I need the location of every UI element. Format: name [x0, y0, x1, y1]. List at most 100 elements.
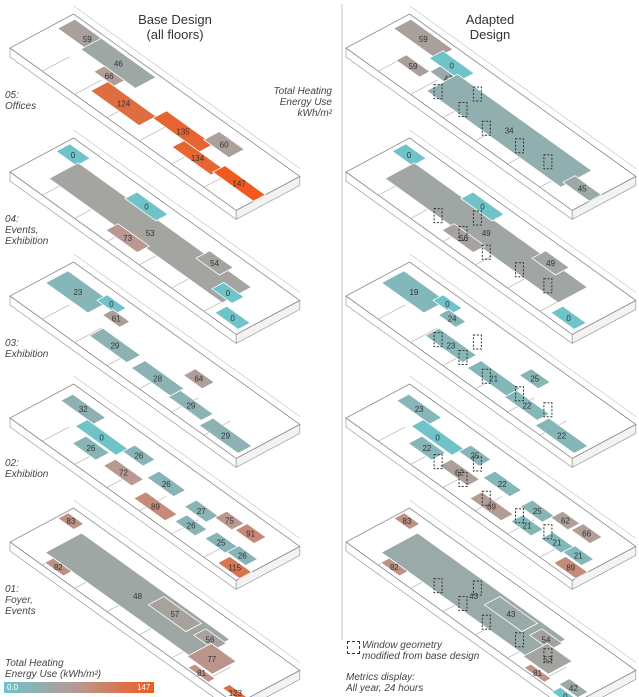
adapted-room-value: 22	[522, 401, 531, 410]
adapted-room-value: 45	[578, 185, 587, 194]
adapted-room	[457, 444, 492, 467]
floor-label-03: 03: Exhibition	[5, 338, 49, 360]
base-partition-wall	[139, 126, 167, 142]
adapted-room-value: 49	[546, 259, 555, 268]
dashed-window-marker	[481, 368, 491, 384]
adapted-room-value: 62	[561, 517, 570, 526]
base-room-value: 0	[109, 300, 114, 309]
legend-min-label: 0.0	[7, 683, 19, 692]
base-room-value: 89	[151, 502, 160, 511]
base-room	[102, 458, 145, 487]
adapted-room-value: 24	[448, 314, 457, 323]
base-room-value: 147	[232, 179, 246, 188]
base-room-value: 57	[170, 610, 179, 619]
adapted-room-value: 66	[582, 530, 591, 539]
adapted-room	[393, 512, 421, 530]
adapted-room	[523, 663, 552, 683]
base-room-value: 75	[225, 517, 234, 526]
adapted-room-value: 83	[403, 517, 412, 526]
base-back-wall	[73, 253, 301, 417]
metric-label-line1: Total Heating	[273, 86, 332, 97]
adapted-room	[562, 175, 603, 202]
base-room	[43, 557, 73, 577]
adapted-room	[553, 555, 589, 580]
adapted-room	[395, 54, 431, 78]
base-room	[48, 162, 253, 304]
base-room	[174, 514, 208, 537]
adapted-room	[551, 686, 575, 697]
base-room-value: 29	[186, 401, 195, 410]
dashed-window-marker	[543, 402, 553, 418]
adapted-room-value: 49	[482, 229, 491, 238]
base-room-value: 26	[86, 444, 95, 453]
adapted-room-value: 0	[566, 314, 571, 323]
base-back-wall	[73, 129, 301, 293]
dashed-window-marker	[472, 86, 482, 102]
adapted-room	[460, 191, 505, 222]
adapted-room-value: 0	[407, 151, 412, 160]
base-room-value: 83	[67, 517, 76, 526]
base-room-value: 0	[144, 203, 149, 212]
dashed-window-marker	[481, 614, 491, 630]
base-back-wall	[73, 375, 301, 539]
adapted-room-value: 21	[489, 374, 498, 383]
base-title-line2: (all floors)	[146, 27, 204, 42]
base-room	[226, 545, 259, 567]
base-room-value: 0	[230, 314, 235, 323]
adapted-room	[396, 393, 443, 425]
base-room	[93, 65, 126, 87]
base-room-value: 26	[134, 452, 143, 461]
adapted-room	[379, 557, 409, 577]
dashed-window-marker	[433, 454, 443, 470]
base-partition-wall	[42, 426, 70, 442]
dashed-window-marker	[515, 262, 524, 278]
base-room-value: 61	[112, 314, 121, 323]
base-room-value: 115	[228, 564, 241, 573]
adapted-room-value: 23	[415, 405, 424, 414]
adapted-room	[482, 470, 523, 498]
base-room-value: 81	[197, 669, 206, 678]
base-room-value: 60	[220, 141, 229, 150]
dashed-window-marker	[515, 508, 524, 524]
base-partition-wall	[42, 304, 70, 320]
adapted-room-value: 0	[449, 62, 454, 71]
base-room-value: 123	[229, 689, 243, 697]
dashed-window-marker	[433, 208, 443, 224]
base-room	[186, 642, 238, 675]
adapted-room-value: 59	[419, 35, 428, 44]
dashed-window-marker	[458, 102, 468, 117]
base-room-value: 48	[133, 592, 142, 601]
adapted-room-value: 23	[446, 341, 455, 350]
adapted-room-value: 43	[506, 610, 515, 619]
adapted-room-value: 0	[445, 300, 450, 309]
base-room	[217, 555, 253, 580]
dashed-window-marker	[458, 472, 468, 487]
base-room	[195, 250, 234, 276]
dashed-window-marker	[515, 632, 524, 648]
base-room	[234, 523, 267, 545]
base-room-value: 72	[119, 469, 128, 478]
legend-max-label: 147	[137, 683, 151, 692]
adapted-back-wall	[409, 375, 637, 539]
dashed-window-marker	[481, 244, 491, 260]
base-room-value: 0	[99, 433, 104, 442]
base-room-value: 53	[146, 229, 155, 238]
base-room	[71, 435, 111, 461]
adapted-back-wall	[409, 499, 637, 663]
dashed-window-marker	[458, 226, 468, 241]
adapted-room	[518, 368, 551, 390]
adapted-room	[407, 435, 447, 461]
adapted-room	[483, 596, 539, 633]
adapted-back-wall	[409, 5, 637, 169]
adapted-room-value: 62	[455, 469, 464, 478]
base-room-value: 0	[226, 289, 231, 298]
legend-title: Total Heating Energy Use (kWh/m²)	[5, 658, 102, 680]
